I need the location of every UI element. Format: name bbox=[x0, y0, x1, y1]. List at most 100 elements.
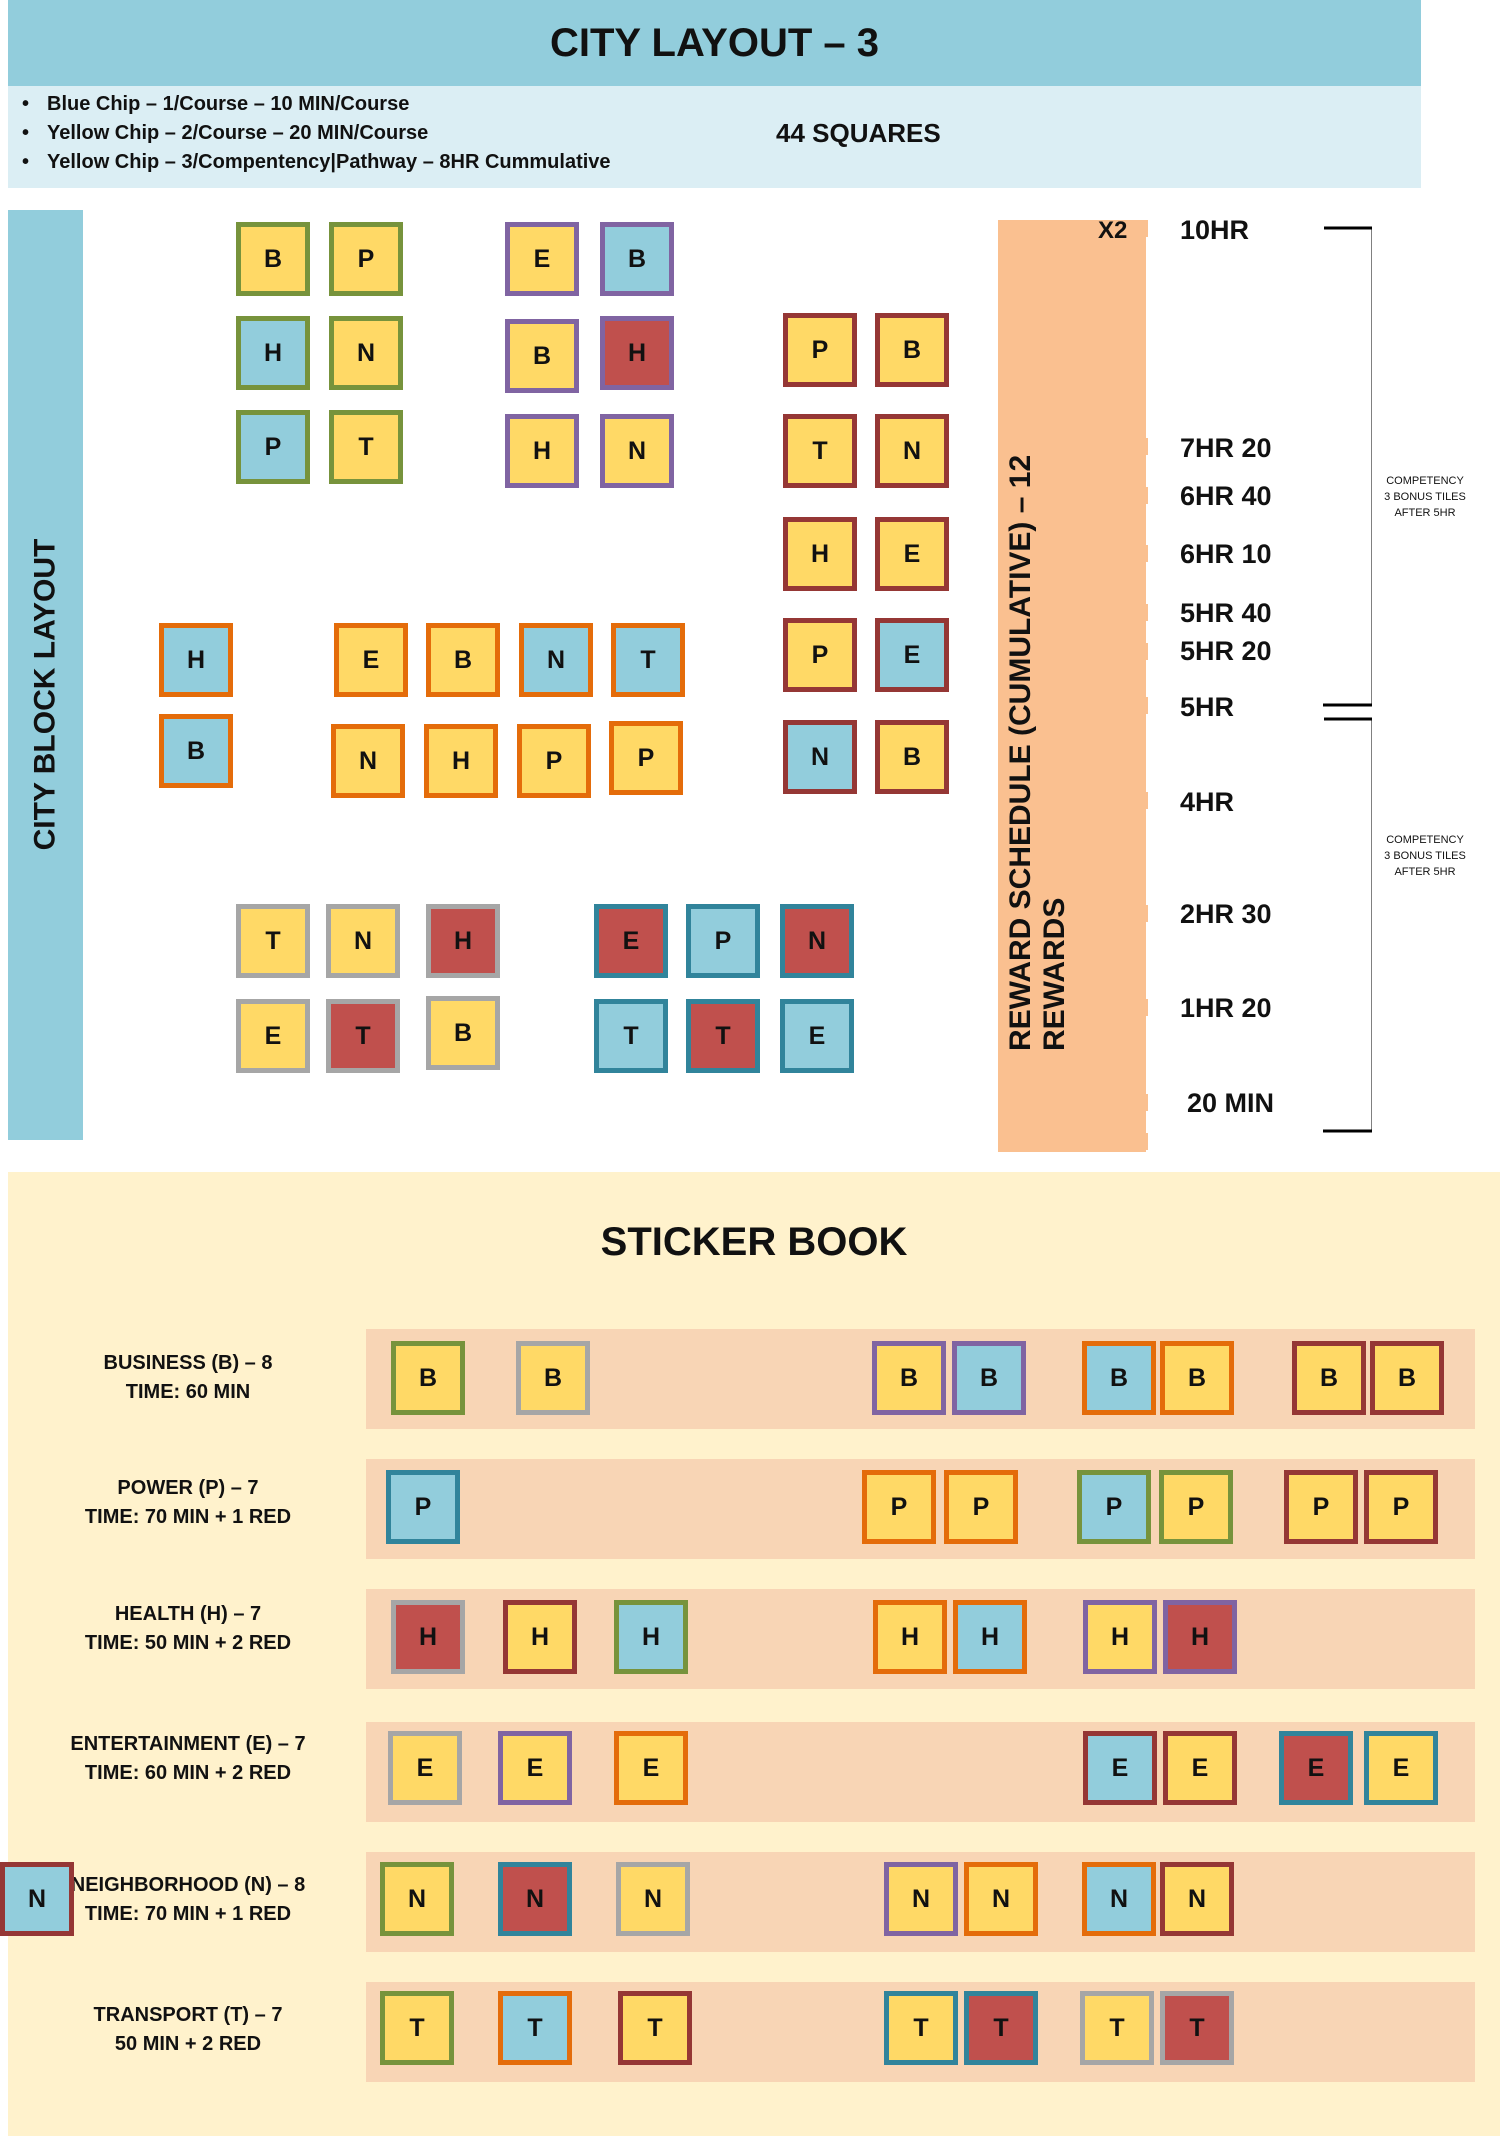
reward-tick bbox=[998, 604, 1148, 621]
sticker-category-time: 50 MIN + 2 RED bbox=[114, 2033, 262, 2055]
bonus-note-line: AFTER 5HR bbox=[1394, 866, 1456, 878]
bonus-note-lower: COMPETENCY 3 BONUS TILES AFTER 5HR bbox=[1366, 832, 1484, 880]
reward-tick bbox=[998, 999, 1148, 1016]
sticker-category-name: HEALTH (H) – 7 bbox=[114, 1603, 262, 1625]
title-bar: CITY LAYOUT – 3 bbox=[8, 0, 1421, 86]
sticker-tile: H bbox=[1163, 1600, 1237, 1674]
sticker-category-name: BUSINESS (B) – 8 bbox=[103, 1352, 273, 1374]
city-tile: H bbox=[600, 316, 674, 390]
sticker-tile: H bbox=[391, 1600, 465, 1674]
city-block-label: CITY BLOCK LAYOUT bbox=[28, 538, 61, 851]
reward-level-label: 10HR bbox=[1180, 215, 1250, 245]
sticker-tile: T bbox=[964, 1991, 1038, 2065]
city-tile: B bbox=[600, 222, 674, 296]
city-tile: N bbox=[783, 720, 857, 794]
sticker-tile: T bbox=[498, 1991, 572, 2065]
city-tile: T bbox=[329, 410, 403, 484]
city-tile: P bbox=[517, 724, 591, 798]
city-tile: P bbox=[783, 618, 857, 692]
city-tile: H bbox=[783, 517, 857, 591]
city-tile: N bbox=[519, 623, 593, 697]
bonus-note-line: AFTER 5HR bbox=[1394, 507, 1456, 519]
sticker-tile: B bbox=[391, 1341, 465, 1415]
sticker-tile: H bbox=[1083, 1600, 1157, 1674]
sticker-tile: T bbox=[1080, 1991, 1154, 2065]
city-tile: T bbox=[611, 623, 685, 697]
sticker-tile: E bbox=[614, 1731, 688, 1805]
legend-item-yellow-chip-course: Yellow Chip – 2/Course – 20 MIN/Course bbox=[22, 119, 611, 148]
city-tile: N bbox=[780, 904, 854, 978]
sticker-tile: E bbox=[1279, 1731, 1353, 1805]
reward-level-label: 7HR 20 bbox=[1180, 433, 1272, 463]
sticker-tile: E bbox=[1083, 1731, 1157, 1805]
reward-schedule-bar bbox=[998, 220, 1146, 1152]
bonus-note-line: 3 BONUS TILES bbox=[1384, 850, 1466, 862]
city-tile: B bbox=[159, 714, 233, 788]
sticker-tile: B bbox=[872, 1341, 946, 1415]
reward-tick bbox=[998, 792, 1148, 809]
city-tile: E bbox=[875, 618, 949, 692]
bonus-note-line: COMPETENCY bbox=[1386, 475, 1464, 487]
reward-tick bbox=[998, 545, 1148, 562]
x2-label: X2 bbox=[1098, 217, 1128, 244]
squares-count: 44 SQUARES bbox=[776, 118, 941, 148]
city-tile: T bbox=[326, 999, 400, 1073]
city-tile: N bbox=[329, 316, 403, 390]
sticker-category-name: NEIGHBORHOOD (N) – 8 bbox=[70, 1874, 306, 1896]
sticker-tile: P bbox=[1077, 1470, 1151, 1544]
sticker-tile: H bbox=[503, 1600, 577, 1674]
city-tile: P bbox=[783, 313, 857, 387]
city-block-side-bar bbox=[8, 210, 83, 1140]
city-tile: E bbox=[236, 999, 310, 1073]
reward-tick bbox=[998, 905, 1148, 922]
sticker-category-name: ENTERTAINMENT (E) – 7 bbox=[70, 1733, 306, 1755]
sticker-tile: B bbox=[1160, 1341, 1234, 1415]
sticker-tile: P bbox=[1364, 1470, 1438, 1544]
sticker-category-name: POWER (P) – 7 bbox=[117, 1477, 259, 1499]
sticker-tile: B bbox=[1082, 1341, 1156, 1415]
city-tile: N bbox=[875, 414, 949, 488]
sticker-tile: H bbox=[614, 1600, 688, 1674]
city-tile: N bbox=[326, 904, 400, 978]
sticker-tile: T bbox=[884, 1991, 958, 2065]
reward-tick bbox=[998, 1094, 1148, 1111]
city-tile: H bbox=[505, 414, 579, 488]
sticker-tile: H bbox=[953, 1600, 1027, 1674]
page-title: CITY LAYOUT – 3 bbox=[550, 20, 879, 65]
city-tile: N bbox=[331, 724, 405, 798]
sticker-tile: H bbox=[873, 1600, 947, 1674]
reward-tick bbox=[998, 438, 1148, 455]
sticker-tile: N bbox=[964, 1862, 1038, 1936]
sticker-tile: N bbox=[380, 1862, 454, 1936]
sticker-tile: E bbox=[388, 1731, 462, 1805]
upper-bracket bbox=[1323, 226, 1372, 707]
sticker-tile: P bbox=[1159, 1470, 1233, 1544]
city-tile: P bbox=[236, 410, 310, 484]
sticker-category-time: TIME: 60 MIN + 2 RED bbox=[84, 1762, 292, 1784]
city-tile: E bbox=[505, 222, 579, 296]
city-tile: T bbox=[594, 999, 668, 1073]
sticker-category-time: TIME: 60 MIN bbox=[125, 1381, 251, 1403]
city-tile: P bbox=[686, 904, 760, 978]
reward-schedule-title: REWARD SCHEDULE (CUMULATIVE) – 12 REWARD… bbox=[1004, 454, 1071, 1051]
bonus-note-line: COMPETENCY bbox=[1386, 834, 1464, 846]
sticker-tile: P bbox=[862, 1470, 936, 1544]
sticker-tile: T bbox=[618, 1991, 692, 2065]
sticker-category-time: TIME: 70 MIN + 1 RED bbox=[84, 1506, 292, 1528]
reward-level-label: 1HR 20 bbox=[1180, 993, 1272, 1023]
city-tile: T bbox=[236, 904, 310, 978]
sticker-tile: B bbox=[952, 1341, 1026, 1415]
sticker-tile: B bbox=[516, 1341, 590, 1415]
city-tile: B bbox=[236, 222, 310, 296]
city-tile: H bbox=[236, 316, 310, 390]
city-tile: E bbox=[334, 623, 408, 697]
legend-list: Blue Chip – 1/Course – 10 MIN/Course Yel… bbox=[22, 90, 611, 177]
city-tile: E bbox=[780, 999, 854, 1073]
sticker-tile: T bbox=[1160, 1991, 1234, 2065]
city-tile: N bbox=[600, 414, 674, 488]
city-tile: B bbox=[505, 319, 579, 393]
reward-tick bbox=[998, 487, 1148, 504]
reward-tick bbox=[998, 643, 1148, 660]
